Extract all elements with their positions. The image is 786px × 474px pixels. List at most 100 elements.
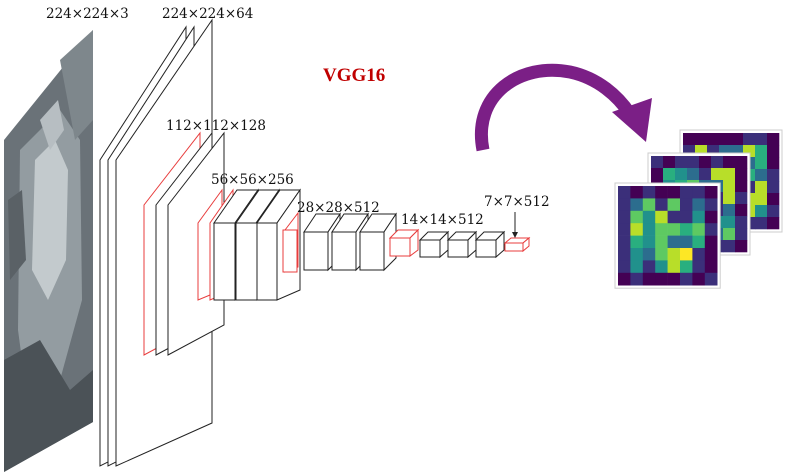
heatmap-cell: [651, 156, 664, 169]
heatmap-cell: [723, 228, 736, 241]
heatmap-cell: [630, 198, 644, 212]
heatmap-cell: [711, 156, 724, 169]
heatmap-cell: [618, 186, 631, 199]
heatmap-cell: [663, 168, 676, 181]
heatmap-cell: [723, 180, 736, 193]
heatmap-cell: [723, 216, 736, 229]
heatmap-cell: [630, 260, 644, 274]
heatmap-cell: [692, 223, 706, 236]
heatmap-cell: [655, 186, 668, 199]
heatmap-cell: [642, 235, 656, 249]
heatmap-cell: [630, 186, 644, 199]
heatmap-cell: [680, 272, 693, 286]
heatmap-cell: [692, 235, 706, 249]
heatmap-cell: [755, 217, 768, 230]
heatmap-cell: [695, 133, 708, 146]
heatmap-cell: [755, 205, 768, 218]
heatmap-cell: [735, 192, 748, 205]
heatmap-cell: [618, 210, 631, 224]
heatmap-cell: [704, 260, 718, 274]
heatmap-cell: [667, 260, 681, 274]
layer-1-dim-label: 224×224×64: [162, 6, 253, 22]
heatmap-cell: [704, 186, 718, 199]
heatmap-cell: [767, 157, 780, 170]
heatmap-cell: [692, 272, 706, 286]
heatmap-cell: [767, 169, 780, 182]
heatmap-cell: [735, 228, 748, 241]
heatmap-cell: [767, 133, 780, 146]
heatmap-cell: [667, 198, 681, 212]
heatmap-cell: [630, 223, 644, 236]
heatmap-cell: [618, 248, 631, 261]
heatmap-cell: [642, 248, 656, 261]
heatmap-cell: [692, 210, 706, 224]
heatmap-cell: [719, 133, 732, 146]
diagram-title: VGG16: [323, 65, 385, 86]
heatmap-cell: [767, 193, 780, 206]
heatmap-cell: [680, 198, 693, 212]
heatmap-cell: [655, 272, 668, 286]
heatmap-cell: [704, 223, 718, 236]
heatmap-cell: [667, 235, 681, 249]
heatmap-cell: [630, 210, 644, 224]
heatmap-cell: [680, 248, 693, 261]
heatmap-cell: [735, 204, 748, 217]
heatmap-cell: [735, 168, 748, 181]
layer-6-dim-label: 7×7×512: [484, 194, 550, 210]
heatmap-cell: [655, 248, 668, 261]
block-4: [282, 211, 397, 273]
heatmap-cell: [680, 260, 693, 274]
heatmap-cell: [675, 168, 688, 181]
heatmap-cell: [735, 180, 748, 193]
heatmap-cell: [755, 193, 768, 206]
heatmap-cell: [735, 156, 748, 169]
heatmap-cell: [707, 133, 720, 146]
heatmap-cell: [642, 260, 656, 274]
heatmap-cell: [704, 235, 718, 249]
heatmap-cell: [642, 210, 656, 224]
heatmap-cell: [667, 210, 681, 224]
heatmap-cell: [731, 133, 744, 146]
heatmap-cell: [735, 216, 748, 229]
heatmap-cell: [642, 186, 656, 199]
heatmap-cell: [755, 145, 768, 158]
heatmap-cell: [704, 198, 718, 212]
curved-arrow-icon: [474, 63, 652, 152]
heatmap-cell: [667, 223, 681, 236]
feature-maps: [614, 129, 783, 289]
input-dim-label: 224×224×3: [46, 6, 129, 22]
heatmap-cell: [675, 156, 688, 169]
feature-map-3: [614, 182, 721, 289]
heatmap-cell: [618, 272, 631, 286]
layer-4-dim-label: 28×28×512: [297, 200, 380, 216]
heatmap-cell: [723, 204, 736, 217]
heatmap-cell: [655, 210, 668, 224]
heatmap-cell: [618, 260, 631, 274]
heatmap-cell: [699, 156, 712, 169]
heatmap-cell: [692, 186, 706, 199]
heatmap-cell: [630, 248, 644, 261]
heatmap-cell: [655, 223, 668, 236]
heatmap-cell: [687, 168, 700, 181]
heatmap-cell: [642, 272, 656, 286]
heatmap-cell: [667, 186, 681, 199]
heatmap-cell: [692, 198, 706, 212]
layer-3-dim-label: 56×56×256: [211, 172, 294, 188]
heatmap-cell: [755, 181, 768, 194]
heatmap-cell: [680, 210, 693, 224]
heatmap-cell: [723, 240, 736, 253]
heatmap-cell: [699, 168, 712, 181]
heatmap-cell: [680, 235, 693, 249]
heatmap-cell: [651, 168, 664, 181]
block-5: [388, 228, 506, 259]
heatmap-cell: [704, 272, 718, 286]
heatmap-cell: [687, 156, 700, 169]
heatmap-cell: [735, 240, 748, 253]
heatmap-cell: [767, 217, 780, 230]
heatmap-cell: [618, 223, 631, 236]
heatmap-cell: [630, 272, 644, 286]
input-image: [4, 30, 93, 472]
heatmap-cell: [655, 235, 668, 249]
heatmap-cell: [618, 198, 631, 212]
